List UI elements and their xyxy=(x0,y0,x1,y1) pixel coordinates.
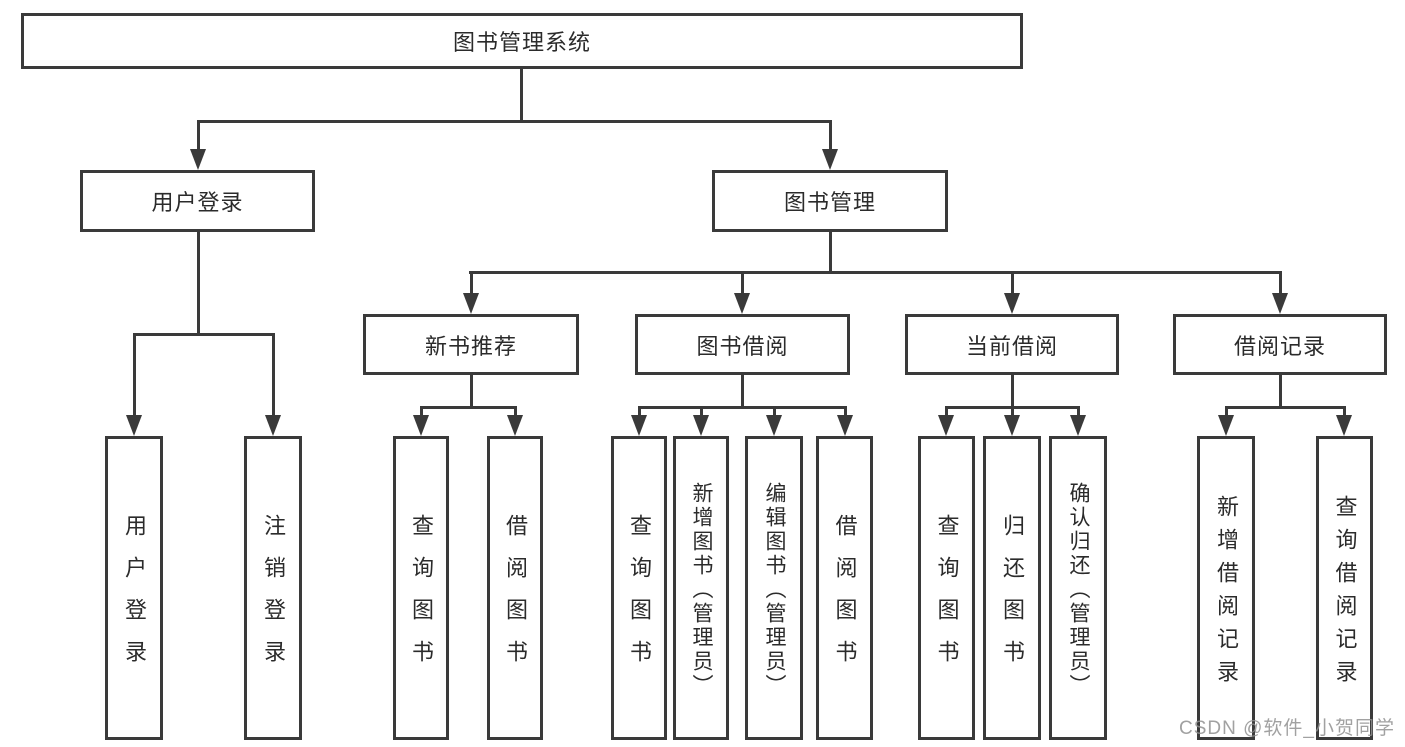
connector-mgmt-stem xyxy=(829,232,832,274)
connector-drop xyxy=(1077,406,1080,418)
arrow-down-icon xyxy=(1218,415,1234,436)
leaf-edit-book-admin: 编辑图书（管理员） xyxy=(745,436,803,740)
arrow-down-icon xyxy=(1004,415,1020,436)
arrow-down-icon xyxy=(265,415,281,436)
connector-drop xyxy=(1011,271,1014,295)
arrow-down-icon xyxy=(507,415,523,436)
arrow-down-icon xyxy=(734,293,750,314)
connector-mgmt-bar xyxy=(469,271,1282,274)
arrow-down-icon xyxy=(1272,293,1288,314)
arrow-down-icon xyxy=(1004,293,1020,314)
leaf-add-borrow-record: 新增借阅记录 xyxy=(1197,436,1255,740)
connector-stem xyxy=(470,375,473,409)
connector-drop xyxy=(741,271,744,295)
connector-bar xyxy=(1225,406,1346,409)
leaf-borrow-books-2: 借阅图书 xyxy=(816,436,873,740)
connector-drop xyxy=(1343,406,1346,418)
leaf-add-book-admin: 新增图书（管理员） xyxy=(673,436,729,740)
leaf-query-borrow-record: 查询借阅记录 xyxy=(1316,436,1373,740)
connector-login-bar xyxy=(133,333,274,336)
node-root: 图书管理系统 xyxy=(21,13,1023,69)
connector-root-stem xyxy=(520,69,523,122)
arrow-down-icon xyxy=(938,415,954,436)
connector-drop xyxy=(1225,406,1228,418)
node-user-login: 用户登录 xyxy=(80,170,315,232)
leaf-confirm-return-admin: 确认归还（管理员） xyxy=(1049,436,1107,740)
leaf-query-books-1: 查询图书 xyxy=(393,436,449,740)
connector-drop xyxy=(272,333,275,418)
connector-drop xyxy=(700,406,703,418)
arrow-down-icon xyxy=(631,415,647,436)
arrow-down-icon xyxy=(1070,415,1086,436)
csdn-watermark: CSDN @软件_小贺同学 xyxy=(1179,718,1395,739)
connector-drop xyxy=(470,271,473,295)
arrow-down-icon xyxy=(190,149,206,170)
connector-bar xyxy=(420,406,517,409)
connector-drop xyxy=(1011,406,1014,418)
leaf-return-book: 归还图书 xyxy=(983,436,1041,740)
connector-drop-book-mgmt xyxy=(829,120,832,152)
connector-drop xyxy=(638,406,641,418)
arrow-down-icon xyxy=(693,415,709,436)
arrow-down-icon xyxy=(766,415,782,436)
node-new-book-recommend: 新书推荐 xyxy=(363,314,579,375)
leaf-query-books-3: 查询图书 xyxy=(918,436,975,740)
arrow-down-icon xyxy=(837,415,853,436)
connector-drop xyxy=(844,406,847,418)
connector-login-stem xyxy=(197,232,200,336)
leaf-query-books-2: 查询图书 xyxy=(611,436,667,740)
connector-drop xyxy=(945,406,948,418)
connector-drop xyxy=(420,406,423,418)
leaf-logout: 注销登录 xyxy=(244,436,302,740)
connector-drop xyxy=(1279,271,1282,295)
arrow-down-icon xyxy=(822,149,838,170)
connector-drop-user-login xyxy=(197,120,200,152)
leaf-user-login: 用户登录 xyxy=(105,436,163,740)
node-current-borrow: 当前借阅 xyxy=(905,314,1119,375)
connector-stem xyxy=(1279,375,1282,409)
connector-drop xyxy=(514,406,517,418)
connector-drop xyxy=(773,406,776,418)
connector-stem xyxy=(741,375,744,409)
node-borrow-records: 借阅记录 xyxy=(1173,314,1387,375)
node-book-borrow: 图书借阅 xyxy=(635,314,850,375)
arrow-down-icon xyxy=(413,415,429,436)
arrow-down-icon xyxy=(1336,415,1352,436)
node-book-management: 图书管理 xyxy=(712,170,948,232)
leaf-borrow-books-1: 借阅图书 xyxy=(487,436,543,740)
connector-bar xyxy=(638,406,847,409)
connector-root-bar xyxy=(197,120,832,123)
connector-drop xyxy=(133,333,136,418)
arrow-down-icon xyxy=(126,415,142,436)
connector-stem xyxy=(1011,375,1014,409)
arrow-down-icon xyxy=(463,293,479,314)
